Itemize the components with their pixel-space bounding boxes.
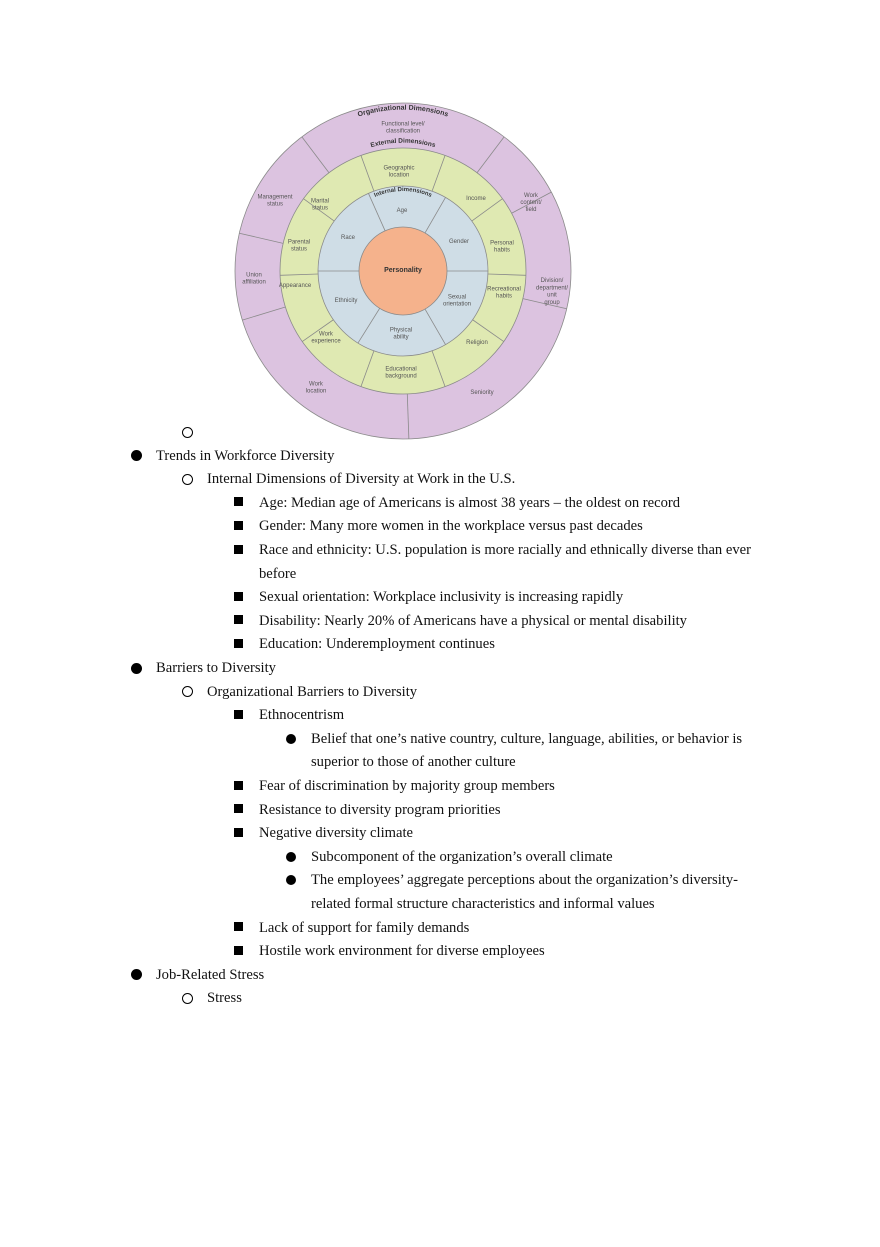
outline-item-level-3: Lack of support for family demands: [259, 919, 470, 936]
diagram-rings: [234, 102, 572, 440]
outline-item-level-3: Disability: Nearly 20% of Americans have…: [259, 612, 687, 629]
outline-item-level-3: Age: Median age of Americans is almost 3…: [259, 494, 681, 511]
sector-divider: [472, 319, 504, 342]
square-bullet-icon: [234, 520, 243, 530]
internal-dimension-label: Ethnicity: [335, 298, 358, 304]
sector-divider: [424, 308, 446, 345]
sector-divider: [360, 155, 375, 192]
outline-item-level-1: Job-Related Stress: [156, 966, 265, 983]
sector-divider: [280, 273, 319, 276]
outline-item-level-3: Sexual orientation: Workplace inclusivit…: [259, 589, 624, 606]
square-bullet-icon: [234, 804, 243, 814]
hollow-circle-bullet-icon: [182, 426, 193, 438]
outline-item-level-4: The employees’ aggregate perceptions abo…: [311, 872, 738, 889]
outline-item-level-3: Race and ethnicity: U.S. population is m…: [259, 542, 751, 558]
internal-dimension-label: Gender: [449, 239, 469, 245]
outline-item-level-3: Resistance to diversity program prioriti…: [259, 801, 501, 818]
external-dimension-label: Appearance: [279, 283, 312, 289]
filled-circle-bullet-icon: [286, 851, 296, 862]
outline-item-level-3: Ethnocentrism: [259, 707, 345, 724]
organizational-dimension-label: Seniority: [470, 390, 493, 396]
sector-divider: [522, 298, 567, 310]
sector-divider: [303, 198, 335, 222]
external-dimension-label: Income: [466, 196, 486, 202]
organizational-dimension-label: Functional level/classification: [381, 121, 425, 134]
sector-divider: [487, 273, 526, 276]
hollow-circle-bullet-icon: [182, 992, 193, 1004]
square-bullet-icon: [234, 945, 243, 955]
sector-divider: [511, 191, 552, 214]
outline-item-level-3: Gender: Many more women in the workplace…: [259, 518, 643, 535]
sector-divider: [368, 193, 386, 231]
sector-divider: [242, 306, 286, 321]
square-bullet-icon: [234, 591, 243, 601]
filled-circle-bullet-icon: [131, 969, 142, 981]
outline-item-level-3: Education: Underemployment continues: [259, 636, 495, 653]
internal-dimension-label: Age: [397, 208, 408, 214]
hollow-circle-bullet-icon: [182, 473, 193, 485]
sector-divider: [360, 350, 375, 387]
outline-item-level-4: related formal structure characteristics…: [311, 896, 655, 912]
outline-item-level-4: superior to those of another culture: [311, 754, 516, 771]
outline-item-level-1: Trends in Workforce Diversity: [156, 447, 335, 464]
square-bullet-icon: [234, 922, 243, 932]
sector-divider: [302, 319, 334, 342]
square-bullet-icon: [234, 544, 243, 554]
outline-item-level-4: Belief that one’s native country, cultur…: [311, 730, 743, 747]
square-bullet-icon: [234, 827, 243, 837]
outline-item-level-2: Internal Dimensions of Diversity at Work…: [207, 471, 516, 488]
sector-divider: [424, 197, 446, 234]
outline-item-level-4: Subcomponent of the organization’s overa…: [311, 848, 613, 865]
filled-circle-bullet-icon: [131, 662, 142, 674]
external-dimension-label: Religion: [466, 340, 488, 346]
sector-divider: [431, 155, 446, 192]
internal-dimension-label: Race: [341, 235, 356, 241]
external-dimensions-title: External Dimensions: [370, 138, 437, 150]
outline-item-level-3: Hostile work environment for diverse emp…: [259, 943, 545, 960]
square-bullet-icon: [234, 497, 243, 507]
outline-item-level-3: before: [259, 565, 297, 582]
outline-item-level-1: Barriers to Diversity: [156, 660, 276, 676]
square-bullet-icon: [234, 709, 243, 719]
square-bullet-icon: [234, 780, 243, 790]
sector-divider: [357, 308, 381, 344]
sector-divider: [471, 198, 503, 222]
sector-divider: [431, 350, 446, 387]
personality-core-label: Personality: [384, 267, 422, 274]
diagram-dividers: [239, 136, 567, 439]
diversity-dimensions-diagram: Organizational Dimensions External Dimen…: [234, 102, 572, 440]
sector-divider: [476, 136, 505, 174]
filled-circle-bullet-icon: [131, 450, 142, 462]
outline-item-level-3: Negative diversity climate: [259, 825, 413, 842]
square-bullet-icon: [234, 615, 243, 625]
hollow-circle-bullet-icon: [182, 686, 193, 698]
filled-circle-bullet-icon: [286, 875, 296, 886]
sector-divider: [406, 393, 410, 439]
filled-circle-bullet-icon: [286, 733, 296, 744]
sector-divider: [239, 232, 284, 244]
outline-item-level-3: Fear of discrimination by majority group…: [259, 778, 555, 794]
square-bullet-icon: [234, 638, 243, 648]
sector-divider: [301, 136, 330, 174]
outline-item-level-2: Stress: [207, 990, 242, 1007]
outline-item-level-2: Organizational Barriers to Diversity: [207, 683, 418, 700]
